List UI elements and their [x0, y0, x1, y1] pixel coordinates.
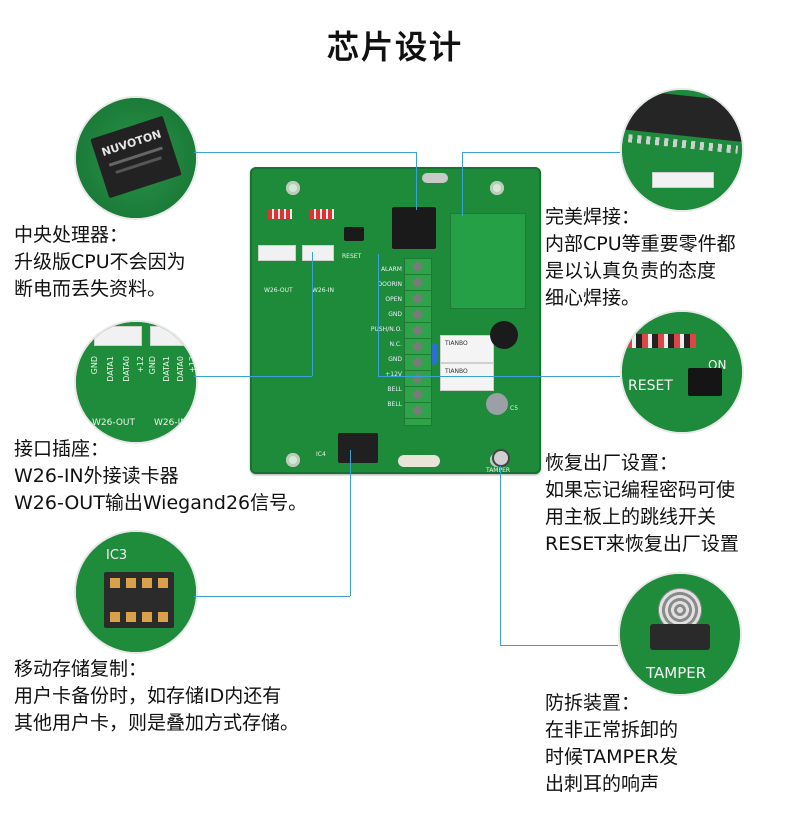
ic3-label: IC3 — [106, 548, 128, 563]
terminal-label-alarm: ALARM — [380, 266, 402, 273]
interface-label-12: +12 — [136, 356, 145, 373]
interface-label-data0-2: DATA0 — [176, 356, 185, 382]
interface-label-w26-out: W26-OUT — [92, 418, 136, 428]
interface-label-gnd: GND — [90, 356, 99, 375]
caption-copy-line: 其他用户卡，则是叠加方式存储。 — [14, 712, 300, 734]
caption-solder-line: 细心焊接。 — [545, 287, 641, 309]
terminal-block — [404, 258, 432, 426]
reset-zoom-label: RESET — [628, 378, 673, 394]
interface-zoom-image: GND DATA1 DATA0 +12 GND DATA1 DATA0 +12 … — [74, 320, 198, 444]
tamper-zoom-image: TAMPER — [618, 572, 742, 696]
caption-tamper-line: 出刺耳的响声 — [545, 773, 660, 795]
caption-solder: 完美焊接： 内部CPU等重要零件都 是以认真负责的态度 细心焊接。 — [545, 204, 736, 312]
caption-solder-line: 内部CPU等重要零件都 — [545, 233, 736, 255]
caption-tamper-line: 在非正常拆卸的 — [545, 719, 679, 741]
board-w26-out-label: W26-OUT — [264, 287, 293, 294]
leader-line-interface — [194, 376, 312, 377]
terminal-label-push: PUSH/N.O. — [370, 326, 402, 333]
board-c5-label: C5 — [510, 405, 519, 412]
tamper-zoom-label: TAMPER — [646, 664, 707, 682]
caption-tamper-title: 防拆装置： — [545, 692, 641, 714]
board-ic4-label: IC4 — [316, 451, 326, 458]
terminal-label-doorin: DOORIN — [377, 281, 403, 288]
board-w26-in-label: W26-IN — [312, 287, 334, 294]
interface-label-data1-2: DATA1 — [162, 356, 171, 382]
interface-label-gnd-2: GND — [148, 356, 157, 375]
board-tamper-label: TAMPER — [486, 467, 511, 474]
relay-1-label: TIANBO — [445, 340, 468, 347]
w26-in-connector — [302, 245, 334, 261]
solder-zoom-image — [620, 88, 744, 212]
relay-2-label: TIANBO — [445, 368, 468, 375]
caption-solder-line: 是以认真负责的态度 — [545, 260, 717, 282]
caption-reset-line: 如果忘记编程密码可使 — [545, 479, 736, 501]
caption-interface-title: 接口插座： — [14, 438, 110, 460]
caption-tamper: 防拆装置： 在非正常拆卸的 时候TAMPER发 出刺耳的响声 — [545, 690, 678, 798]
leader-line-solder — [462, 152, 620, 153]
caption-copy-line: 用户卡备份时，如存储ID内还有 — [14, 685, 282, 707]
terminal-label-gnd: GND — [388, 311, 402, 318]
ic4-socket — [338, 433, 378, 463]
reset-jumper — [688, 368, 722, 396]
caption-solder-title: 完美焊接： — [545, 206, 641, 228]
ic-socket — [104, 572, 174, 628]
terminal-label-nc: N.C. — [389, 341, 403, 348]
board-tamper-switch — [492, 449, 510, 467]
board-reset-label: RESET — [342, 253, 362, 260]
buzzer — [490, 321, 518, 349]
leader-line-copy — [194, 596, 350, 597]
caption-cpu-line: 断电而丢失资料。 — [14, 278, 167, 300]
relay-2: TIANBO — [440, 363, 494, 391]
board-reset-jumper — [344, 227, 364, 241]
terminal-label-bell-2: BELL — [387, 401, 402, 408]
reset-zoom-image: RESET ON — [620, 310, 744, 434]
terminal-label-gnd-2: GND — [388, 356, 402, 363]
caption-interface-line: W26-IN外接读卡器 — [14, 465, 179, 487]
caption-copy-title: 移动存储复制： — [14, 658, 148, 680]
caption-interface: 接口插座： W26-IN外接读卡器 W26-OUT输出Wiegand26信号。 — [14, 436, 307, 517]
caption-tamper-line: 时候TAMPER发 — [545, 746, 679, 768]
capacitor-c5 — [486, 393, 508, 415]
interface-label-12-2: +12 — [188, 356, 197, 373]
leader-line-tamper — [500, 645, 618, 646]
leader-line-cpu — [194, 152, 416, 153]
interface-label-data0: DATA0 — [122, 356, 131, 382]
caption-cpu-title: 中央处理器： — [14, 224, 129, 246]
terminal-label-12v: +12V — [385, 371, 402, 378]
caption-interface-line: W26-OUT输出Wiegand26信号。 — [14, 492, 308, 514]
interface-label-w26-in: W26-IN — [154, 418, 187, 428]
caption-cpu-line: 升级版CPU不会因为 — [14, 251, 186, 273]
circuit-board: W26-OUT W26-IN RESET TIANBO TIANBO C5 IC… — [250, 167, 541, 474]
board-cpu-chip — [392, 207, 436, 249]
caption-reset: 恢复出厂设置： 如果忘记编程密码可使 用主板上的跳线开关 RESET来恢复出厂设… — [545, 450, 739, 558]
relay-1: TIANBO — [440, 335, 494, 363]
caption-copy: 移动存储复制： 用户卡备份时，如存储ID内还有 其他用户卡，则是叠加方式存储。 — [14, 656, 299, 737]
w26-out-connector — [258, 245, 296, 261]
ic3-zoom-image: IC3 — [74, 530, 198, 654]
page-title: 芯片设计 — [326, 28, 463, 66]
terminal-label-open: OPEN — [385, 296, 402, 303]
caption-reset-title: 恢复出厂设置： — [545, 452, 679, 474]
terminal-label-bell: BELL — [387, 386, 402, 393]
interface-label-data1: DATA1 — [106, 356, 115, 382]
leader-line-reset — [378, 376, 620, 377]
caption-cpu: 中央处理器： 升级版CPU不会因为 断电而丢失资料。 — [14, 222, 186, 303]
cpu-zoom-image: NUVOTON — [74, 96, 198, 220]
caption-reset-line: 用主板上的跳线开关 — [545, 506, 717, 528]
caption-reset-line: RESET来恢复出厂设置 — [545, 533, 739, 555]
